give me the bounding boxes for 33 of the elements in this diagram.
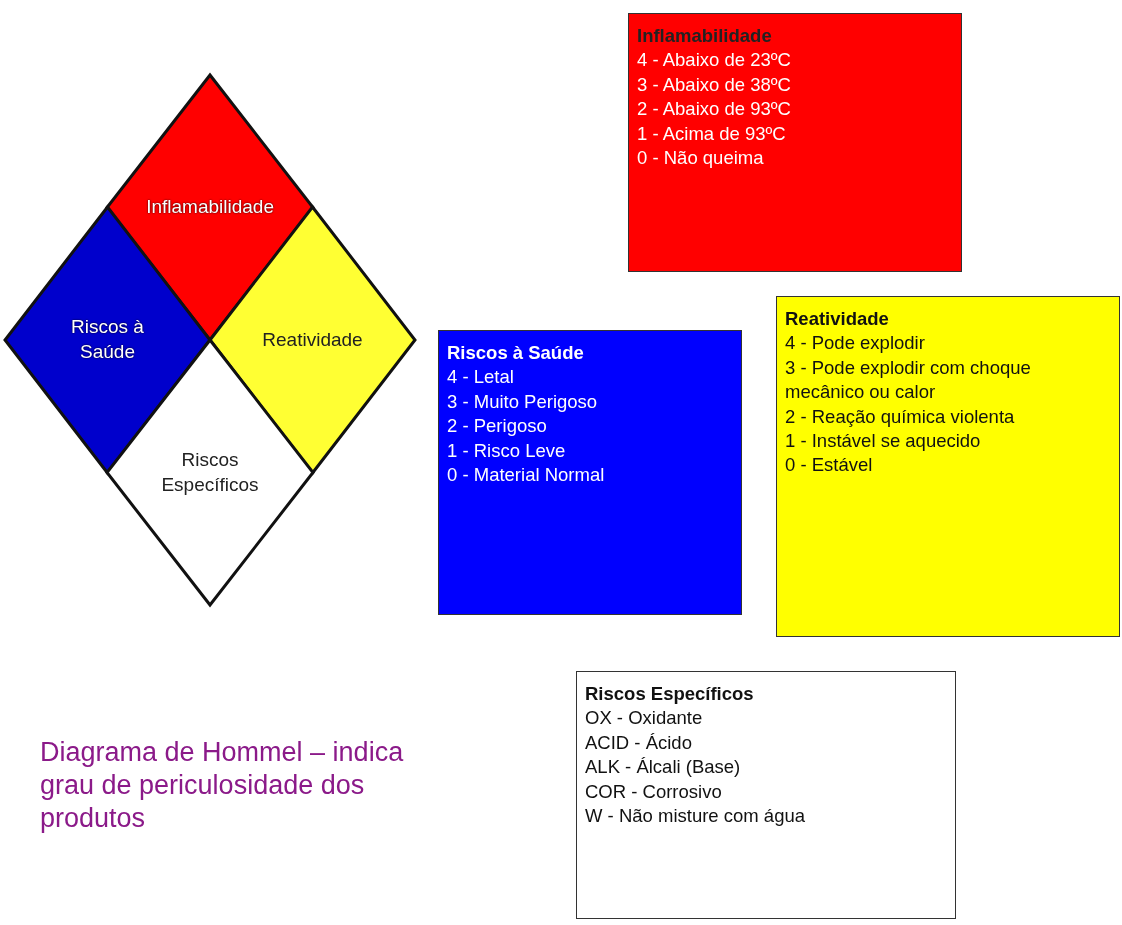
rating-line: 3 - Abaixo de 38ºC <box>637 72 792 97</box>
card-heading: Inflamabilidade <box>637 24 773 48</box>
quadrant-label: Inflamabilidade <box>146 195 274 220</box>
rating-line: 2 - Reação química violenta <box>785 404 1016 429</box>
rating-line: W - Não misture com água <box>585 804 806 829</box>
rating-line: 0 - Material Normal <box>447 463 606 488</box>
rating-line: 4 - Pode explodir <box>785 331 926 356</box>
rating-line: 3 - Muito Perigoso <box>447 389 599 414</box>
title: Diagrama de Hommel – indica grau de periculosidade dos produtos <box>40 736 405 835</box>
rating-line: 2 - Abaixo de 93ºC <box>637 97 792 122</box>
rating-line: COR - Corrosivo <box>585 779 723 804</box>
rating-line: 0 - Não queima <box>637 146 765 171</box>
rating-line: 3 - Pode explodir com choque mecânico ou calor <box>785 355 1032 405</box>
rating-line: ALK - Álcali (Base) <box>585 755 742 780</box>
card-heading: Riscos Específicos <box>585 682 755 706</box>
rating-line: 1 - Acima de 93ºC <box>637 121 787 146</box>
rating-line: 1 - Risco Leve <box>447 438 567 463</box>
rating-line: 0 - Estável <box>785 453 874 478</box>
rating-line: 1 - Instável se aquecido <box>785 429 982 454</box>
quadrant-label: Riscos Específicos <box>160 447 260 497</box>
legend-card <box>438 330 742 615</box>
rating-line: 2 - Perigoso <box>447 414 548 439</box>
quadrant-label: Reatividade <box>262 327 363 352</box>
rating-line: 4 - Abaixo de 23ºC <box>637 48 792 73</box>
legend-card <box>576 671 956 919</box>
quadrant-label: Riscos à Saúde <box>70 315 145 364</box>
card-heading: Reatividade <box>785 307 890 331</box>
card-heading: Riscos à Saúde <box>447 341 585 365</box>
legend-card <box>776 296 1120 637</box>
rating-line: ACID - Ácido <box>585 730 693 755</box>
rating-line: 4 - Letal <box>447 365 515 390</box>
rating-line: OX - Oxidante <box>585 706 704 731</box>
legend-card <box>628 13 962 272</box>
